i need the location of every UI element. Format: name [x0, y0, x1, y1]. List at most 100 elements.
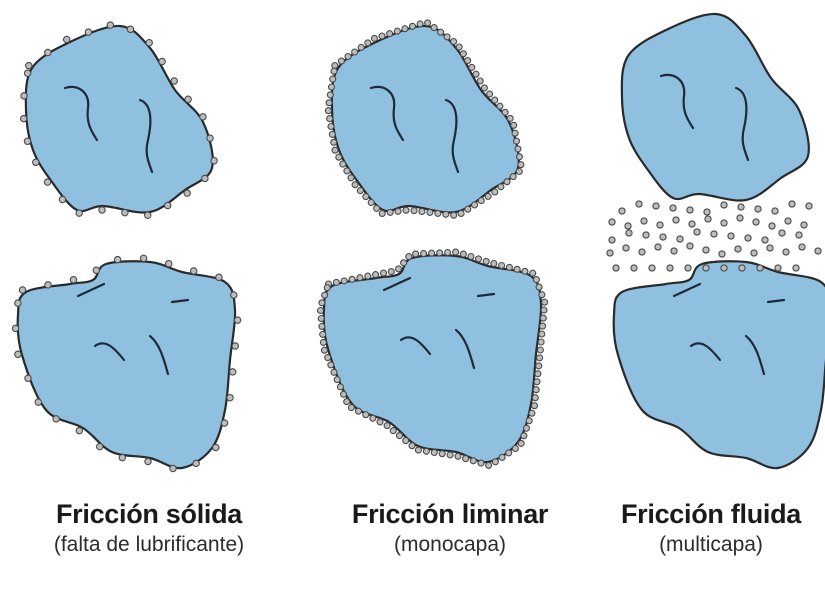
lubricant-molecule	[421, 251, 427, 257]
lubricant-molecule	[370, 415, 376, 421]
lubricant-molecule	[107, 22, 113, 28]
lubricant-molecule	[319, 300, 325, 306]
lubricant-molecule	[537, 347, 543, 353]
lubricant-molecule	[775, 265, 781, 271]
lubricant-molecule	[340, 161, 346, 167]
lubricant-molecule	[435, 210, 441, 216]
lubricant-molecule	[502, 109, 508, 115]
lubricant-molecule	[649, 265, 655, 271]
lubricant-molecule	[328, 362, 334, 368]
lubricant-molecule	[387, 31, 393, 37]
lubricant-molecule	[626, 230, 632, 236]
lubricant-molecule	[451, 212, 457, 218]
lubricant-molecule	[762, 237, 768, 243]
lubricant-molecule	[200, 114, 206, 120]
lubricant-molecule	[333, 279, 339, 285]
lubricant-molecule	[122, 209, 128, 215]
lubricant-molecule	[757, 265, 763, 271]
lubricant-molecule	[221, 420, 227, 426]
lubricant-molecule	[344, 399, 350, 405]
lubricant-molecule	[371, 35, 377, 41]
lubricant-molecule	[25, 375, 31, 381]
lubricant-molecule	[119, 454, 125, 460]
lubricant-molecule	[728, 233, 734, 239]
lubricant-molecule	[541, 307, 547, 313]
lubricant-molecule	[127, 26, 133, 32]
lubricant-molecule	[63, 36, 69, 42]
lubricant-molecule	[21, 93, 27, 99]
lubricant-molecule	[785, 218, 791, 224]
lubricant-molecule	[35, 399, 41, 405]
lubricant-molecule	[507, 115, 513, 121]
lubricant-molecule	[492, 189, 498, 195]
lubricant-molecule	[671, 248, 677, 254]
lubricant-molecule	[402, 26, 408, 32]
lubricant-molecule	[445, 250, 451, 256]
lubricant-molecule	[534, 379, 540, 385]
lubricant-molecule	[506, 450, 512, 456]
lubricant-molecule	[413, 251, 419, 257]
lubricant-molecule	[625, 223, 631, 229]
lubricant-molecule	[230, 369, 236, 375]
lubricant-molecule	[331, 139, 337, 145]
lubricant-molecule	[352, 182, 358, 188]
lubricant-molecule	[486, 462, 492, 468]
lubricant-molecule	[689, 221, 695, 227]
lubricant-molecule	[460, 51, 466, 57]
lubricant-molecule	[325, 108, 331, 114]
lubricant-molecule	[45, 282, 51, 288]
lubricant-molecule	[76, 210, 82, 216]
lubricant-molecule	[639, 249, 645, 255]
lubricant-molecule	[613, 265, 619, 271]
lubricant-molecule	[673, 217, 679, 223]
lubricant-molecule	[170, 465, 176, 471]
lubricant-molecule	[465, 58, 471, 64]
lubricant-molecule	[320, 331, 326, 337]
lubricant-molecule	[535, 371, 541, 377]
lubricant-molecule	[207, 135, 213, 141]
lubricant-molecule	[415, 447, 421, 453]
lubricant-molecule	[146, 40, 152, 46]
lubricant-molecule	[159, 58, 165, 64]
lubricant-molecule	[394, 28, 400, 34]
lubricant-molecule	[379, 211, 385, 217]
lubricant-molecule	[753, 219, 759, 225]
lubricant-molecule	[619, 208, 625, 214]
lubricant-molecule	[431, 450, 437, 456]
lubricant-molecule	[526, 418, 532, 424]
lubricant-molecule	[401, 260, 407, 266]
lubricant-molecule	[429, 250, 435, 256]
lubricant-molecule	[348, 405, 354, 411]
lubricant-molecule	[357, 275, 363, 281]
lubricant-molecule	[114, 256, 120, 262]
lubricant-molecule	[721, 220, 727, 226]
lubricant-molecule	[499, 454, 505, 460]
lubricant-molecule	[721, 265, 727, 271]
lubricant-molecule	[751, 250, 757, 256]
lubricant-molecule	[451, 39, 457, 45]
caption-title: Fricción sólida	[18, 497, 280, 531]
panel-fluid-friction	[607, 14, 825, 468]
lubricant-molecule	[381, 270, 387, 276]
caption-title: Fricción fluida	[600, 497, 822, 531]
lubricant-molecule	[783, 249, 789, 255]
lubricant-molecule	[532, 395, 538, 401]
lubricant-molecule	[431, 25, 437, 31]
lubricant-molecule	[332, 63, 338, 69]
lubricant-molecule	[396, 266, 402, 272]
lubricant-molecule	[327, 116, 333, 122]
lubricant-molecule	[685, 265, 691, 271]
lubricant-molecule	[417, 21, 423, 27]
lubricant-molecule	[19, 287, 25, 293]
lubricant-molecule	[799, 244, 805, 250]
lubricant-molecule	[387, 209, 393, 215]
lubricant-molecule	[322, 347, 328, 353]
lubricant-molecule	[390, 428, 396, 434]
lower-surface	[18, 261, 235, 468]
lubricant-molecule	[485, 193, 491, 199]
lubricant-molecule	[687, 243, 693, 249]
caption-subtitle: (monocapa)	[330, 531, 570, 559]
lubricant-molecule	[463, 456, 469, 462]
lubricant-molecule	[538, 339, 544, 345]
lubricant-molecule	[478, 460, 484, 466]
